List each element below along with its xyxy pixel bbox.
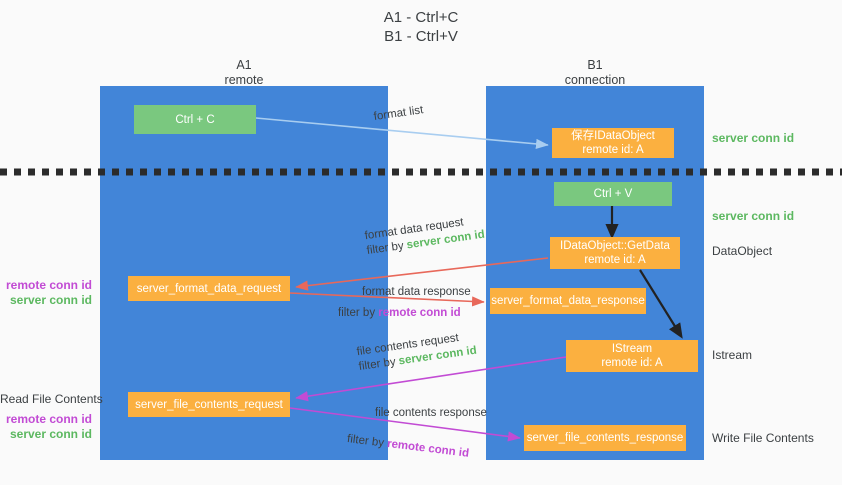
box-server-format-data-request[interactable]: server_format_data_request: [128, 276, 290, 301]
left-label-server-conn-id-lower: server conn id: [9, 427, 92, 441]
box-server-file-contents-response[interactable]: server_file_contents_response: [524, 425, 686, 451]
box-istream-line1: IStream: [611, 343, 653, 355]
left-label-remote-conn-id-lower: remote conn id: [5, 412, 92, 426]
caption-file-contents-response-text: file contents response: [375, 407, 487, 419]
box-save-idataobject-line1: 保存IDataObject: [571, 130, 655, 142]
caption-format-data-response-filter: filter by remote conn id: [338, 306, 461, 321]
box-idataobject-getdata-line1: IDataObject::GetData: [560, 240, 670, 252]
title-line-2: B1 - Ctrl+V: [384, 28, 458, 45]
right-label-server-conn-id-mid: server conn id: [712, 209, 795, 223]
left-label-ids-upper: remote conn id server conn id: [0, 278, 92, 308]
left-label-server-conn-id-upper: server conn id: [9, 293, 92, 307]
box-server-format-data-request-label: server_format_data_request: [136, 282, 282, 295]
left-label-read-file-contents-group: Read File Contents: [0, 392, 103, 407]
diagram-title: A1 - Ctrl+C B1 - Ctrl+V: [0, 8, 842, 46]
caption-fdresp-filter-value: remote conn id: [378, 307, 461, 319]
left-label-read-file-contents: Read File Contents: [0, 392, 103, 406]
column-a1-name: A1: [236, 58, 252, 72]
phase-divider: [0, 168, 842, 176]
column-b1-name: B1: [587, 58, 603, 72]
box-istream-line2: remote id: A: [601, 357, 663, 369]
box-save-idataobject-line2: remote id: A: [582, 144, 644, 156]
caption-fcreq-filter-prefix: filter by: [358, 355, 400, 374]
right-label-server-conn-id-top: server conn id: [712, 131, 795, 145]
caption-format-data-response-text: format data response: [362, 286, 471, 298]
caption-file-contents-response: file contents response: [375, 406, 487, 421]
box-ctrl-c-label: Ctrl + C: [175, 113, 215, 126]
box-ctrl-v[interactable]: Ctrl + V: [554, 182, 672, 206]
title-line-1: A1 - Ctrl+C: [383, 9, 459, 26]
column-header-b1: B1 connection: [486, 58, 704, 88]
caption-fcresp-filter-value: remote conn id: [386, 437, 470, 460]
caption-format-data-response: format data response: [362, 285, 471, 300]
box-server-file-contents-response-label: server_file_contents_response: [526, 432, 684, 444]
right-label-istream: Istream: [712, 348, 753, 362]
caption-fcresp-filter-prefix: filter by: [346, 432, 388, 450]
box-server-file-contents-request-label: server_file_contents_request: [135, 398, 283, 411]
right-label-write-file-contents: Write File Contents: [712, 431, 814, 445]
box-ctrl-c[interactable]: Ctrl + C: [134, 105, 256, 134]
right-label-data-object: DataObject: [712, 244, 773, 258]
caption-fdreq-filter-prefix: filter by: [366, 239, 408, 258]
left-label-ids-lower: remote conn id server conn id: [0, 412, 92, 442]
box-server-file-contents-request[interactable]: server_file_contents_request: [128, 392, 290, 417]
caption-fdresp-filter-prefix: filter by: [338, 307, 379, 319]
box-ctrl-v-label: Ctrl + V: [593, 188, 633, 200]
box-save-idataobject[interactable]: 保存IDataObject remote id: A: [552, 128, 674, 158]
box-idataobject-getdata-line2: remote id: A: [584, 254, 646, 266]
column-a1-subtitle: remote: [224, 73, 264, 87]
left-label-remote-conn-id-upper: remote conn id: [5, 278, 92, 292]
box-idataobject-getdata[interactable]: IDataObject::GetData remote id: A: [550, 237, 680, 269]
box-istream[interactable]: IStream remote id: A: [566, 340, 698, 372]
box-server-format-data-response-label: server_format_data_response: [491, 295, 645, 307]
column-header-a1: A1 remote: [100, 58, 388, 88]
column-b1-subtitle: connection: [564, 73, 626, 87]
box-server-format-data-response[interactable]: server_format_data_response: [490, 288, 646, 314]
